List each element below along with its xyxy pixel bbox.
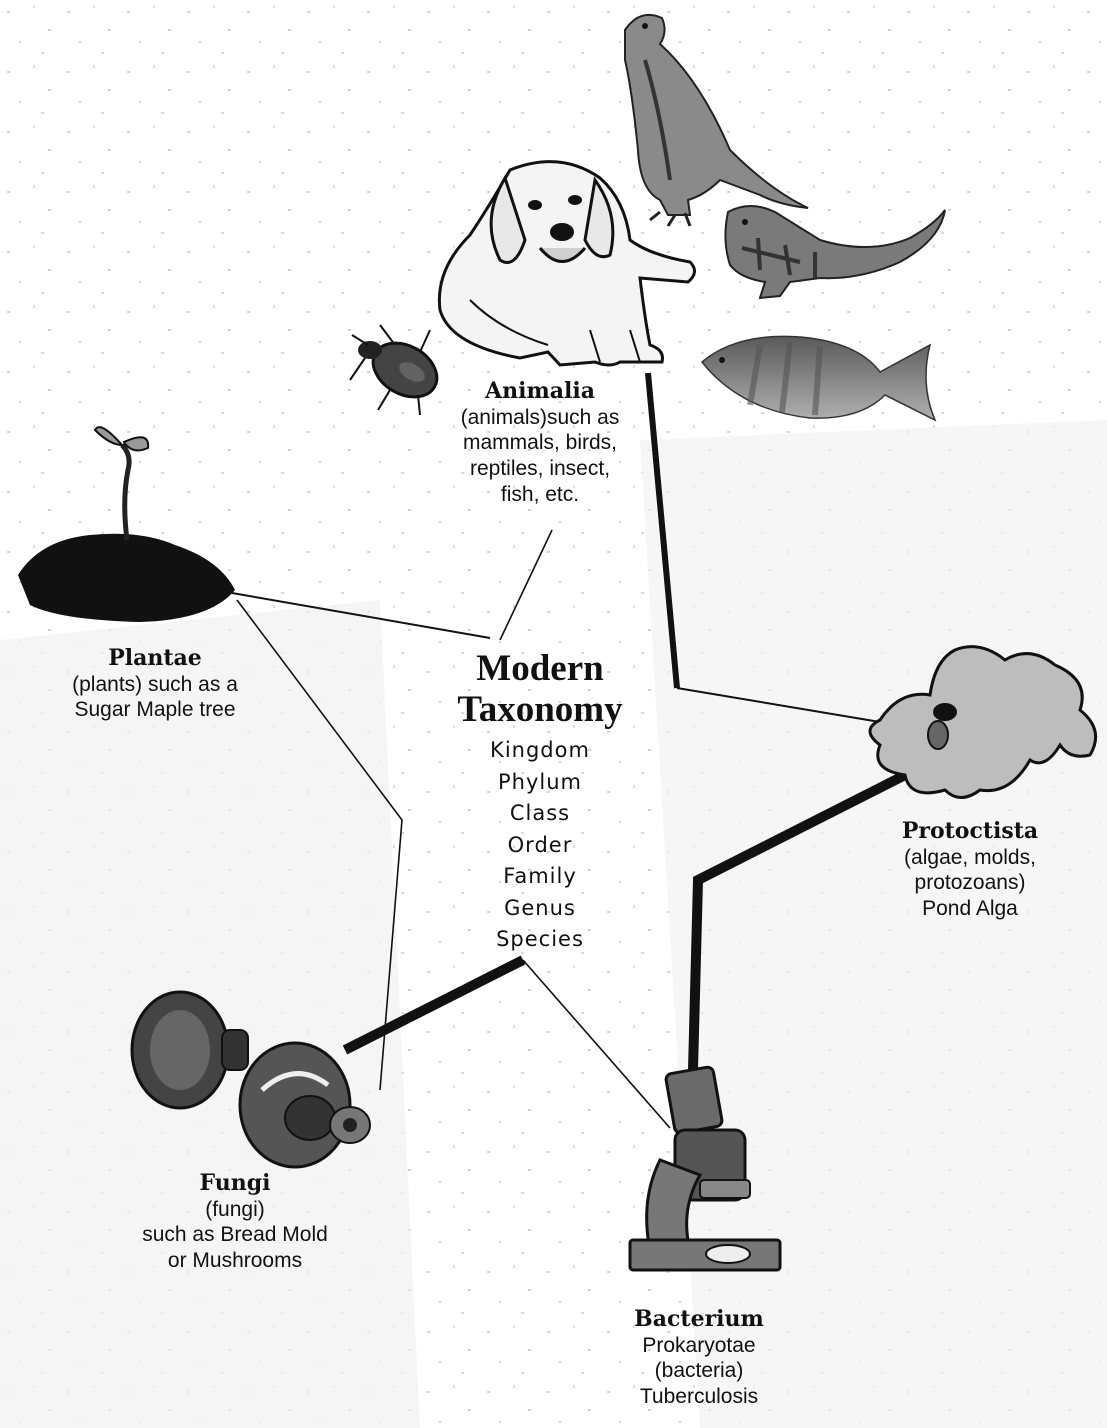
rank-genus: Genus: [460, 893, 620, 925]
protoctista-line-2: protozoans): [870, 870, 1070, 896]
bacterium-line-1: Prokaryotae: [604, 1333, 794, 1359]
kingdom-name-protoctista: Protoctista: [870, 818, 1070, 845]
label-plantae: Plantae (plants) such as a Sugar Maple t…: [55, 645, 255, 723]
background-texture-patch: [640, 420, 1107, 1428]
bacterium-line-2: (bacteria): [604, 1358, 794, 1384]
rank-family: Family: [460, 861, 620, 893]
rank-phylum: Phylum: [460, 767, 620, 799]
kingdom-name-plantae: Plantae: [55, 645, 255, 672]
kingdom-name-animalia: Animalia: [440, 378, 640, 405]
title-line-1: Modern: [420, 648, 660, 689]
fungi-line-3: or Mushrooms: [125, 1248, 345, 1274]
kingdom-name-bacterium: Bacterium: [604, 1306, 794, 1333]
plantae-line-1: (plants) such as a: [55, 672, 255, 698]
label-animalia: Animalia (animals)such as mammals, birds…: [440, 378, 640, 507]
rank-species: Species: [460, 924, 620, 956]
animalia-line-2: mammals, birds,: [440, 430, 640, 456]
rank-order: Order: [460, 830, 620, 862]
bacterium-line-3: Tuberculosis: [604, 1384, 794, 1410]
title-line-2: Taxonomy: [420, 689, 660, 730]
label-protoctista: Protoctista (algae, molds, protozoans) P…: [870, 818, 1070, 922]
rank-list: Kingdom Phylum Class Order Family Genus …: [460, 735, 620, 956]
animalia-line-1: (animals)such as: [440, 405, 640, 431]
fungi-line-1: (fungi): [125, 1197, 345, 1223]
fungi-line-2: such as Bread Mold: [125, 1222, 345, 1248]
label-bacterium: Bacterium Prokaryotae (bacteria) Tubercu…: [604, 1306, 794, 1410]
protoctista-line-3: Pond Alga: [870, 896, 1070, 922]
center-title: Modern Taxonomy: [420, 648, 660, 731]
rank-class: Class: [460, 798, 620, 830]
animalia-line-4: fish, etc.: [440, 482, 640, 508]
animalia-line-3: reptiles, insect,: [440, 456, 640, 482]
kingdom-name-fungi: Fungi: [125, 1170, 345, 1197]
protoctista-line-1: (algae, molds,: [870, 845, 1070, 871]
label-fungi: Fungi (fungi) such as Bread Mold or Mush…: [125, 1170, 345, 1274]
plantae-line-2: Sugar Maple tree: [55, 697, 255, 723]
rank-kingdom: Kingdom: [460, 735, 620, 767]
